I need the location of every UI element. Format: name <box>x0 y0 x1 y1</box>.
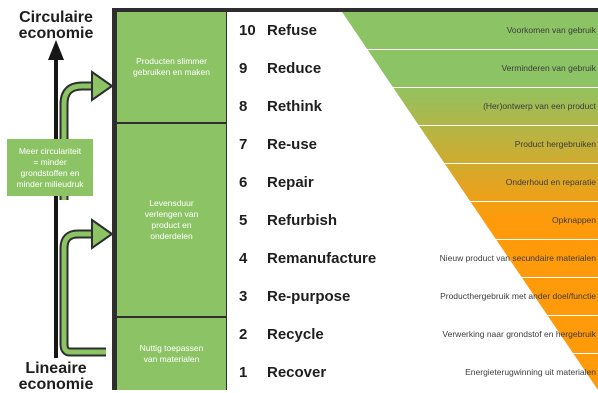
row-strategy-name: Refuse <box>267 22 318 39</box>
row-number: 9 <box>239 60 248 77</box>
row-number: 6 <box>239 174 248 191</box>
row-repair: 6 Repair Onderhoud en reparatie <box>227 164 598 201</box>
row-description: Opknappen <box>552 215 596 225</box>
circular-economy-label: Circulaire economie <box>18 9 94 42</box>
row-strategy-name: Repair <box>267 174 314 191</box>
row-number: 3 <box>239 288 248 305</box>
lower-arrow-outline <box>59 229 106 357</box>
row-strategy-name: Remanufacture <box>267 250 377 267</box>
row-description: Product hergebruiken <box>514 139 596 149</box>
upper-arrow-head-icon <box>91 70 112 102</box>
row-strategy-name: Re-purpose <box>267 288 351 305</box>
category-useful-application: Nuttig toepassen van materialen <box>117 318 226 390</box>
category-smarter-use: Producten slimmer gebruiken en maken <box>117 12 226 122</box>
row-description: Onderhoud en reparatie <box>505 177 596 187</box>
row-description: Energieterugwinning uit materialen <box>465 367 596 377</box>
row-number: 10 <box>239 22 256 39</box>
row-description: Verwerking naar grondstof en hergebruik <box>442 329 596 339</box>
row-description: Voorkomen van gebruik <box>506 25 596 35</box>
row-recycle: 2 Recycle Verwerking naar grondstof en h… <box>227 316 598 353</box>
row-strategy-name: Refurbish <box>267 212 338 229</box>
row-remanufacture: 4 Remanufacture Nieuw product van secund… <box>227 240 598 277</box>
row-number: 5 <box>239 212 248 229</box>
upper-curved-arrow <box>61 83 94 200</box>
row-recover: 1 Recover Energieterugwinning uit materi… <box>227 354 598 391</box>
row-number: 7 <box>239 136 248 153</box>
axis-arrow-up-icon <box>48 40 64 60</box>
circularity-axis <box>48 40 112 358</box>
row-re-purpose: 3 Re-purpose Producthergebruik met ander… <box>227 278 598 315</box>
lower-arrow-head-icon <box>91 218 112 250</box>
row-description: Verminderen van gebruik <box>501 63 596 73</box>
row-description: Producthergebruik met ander doel/functie <box>440 291 596 301</box>
row-number: 8 <box>239 98 248 115</box>
row-number: 2 <box>239 326 248 343</box>
row-number: 1 <box>239 364 248 381</box>
row-strategy-name: Reduce <box>267 60 322 77</box>
category-extend-lifespan: Levensduur verlengen van product en onde… <box>117 124 226 316</box>
circularity-gradient-triangle <box>227 12 598 390</box>
circularity-note-box: Meer circulariteit = minder grondstoffen… <box>7 139 93 196</box>
row-strategy-name: Recover <box>267 364 327 381</box>
row-strategy-name: Recycle <box>267 326 324 343</box>
row-description: (Her)ontwerp van een product <box>483 101 596 111</box>
linear-economy-label: Lineaire economie <box>18 360 94 393</box>
row-strategy-name: Rethink <box>267 98 323 115</box>
row-number: 4 <box>239 250 248 267</box>
lower-curved-arrow <box>61 231 106 355</box>
row-strategy-name: Re-use <box>267 136 318 153</box>
row-description: Nieuw product van secundaire materialen <box>439 253 596 263</box>
row-re-use: 7 Re-use Product hergebruiken <box>227 126 598 163</box>
